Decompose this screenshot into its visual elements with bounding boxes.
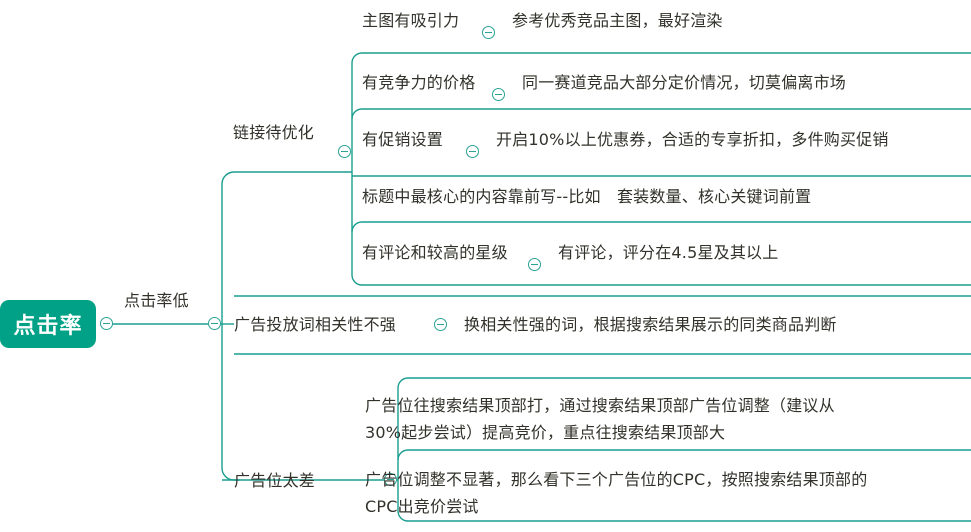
group-detail-ad-keyword-relevance[interactable]: 换相关性强的词，根据搜索结果展示的同类商品判断 [464,315,837,334]
item-label-promotion[interactable]: 有促销设置 [362,130,444,149]
item-detail-promotion[interactable]: 开启10%以上优惠券，合适的专享折扣，多件购买促销 [496,130,889,149]
spine-link-top-corner [351,52,971,64]
separator-link-title-review [351,221,971,233]
branch-label-click-rate-low[interactable]: 点击率低 [124,291,189,310]
toggle-group-link-optimize[interactable] [338,145,351,158]
toggle-item-reviews[interactable] [528,258,541,271]
item-detail-price[interactable]: 同一赛道竞品大部分定价情况，切莫偏离市场 [522,73,847,92]
toggle-group-ad-slot-poor[interactable] [384,473,397,486]
item-detail-reviews[interactable]: 有评论，评分在4.5星及其以上 [558,243,779,262]
toggle-item-main-image[interactable] [482,26,495,39]
item-label-title-keywords[interactable]: 标题中最核心的内容靠前写--比如 套装数量、核心关键词前置 [362,187,812,206]
spine-adslot-bottom-corner [397,388,971,522]
item-label-main-image[interactable]: 主图有吸引力 [362,11,460,30]
separator-adslot-rows [397,449,971,461]
item-detail-main-image[interactable]: 参考优秀竞品主图，最好渲染 [512,11,723,30]
group-label-link-optimize[interactable]: 链接待优化 [233,123,315,142]
item-label-reviews[interactable]: 有评论和较高的星级 [362,243,508,262]
item-label-price[interactable]: 有竞争力的价格 [362,73,476,92]
spine-link-bottom-corner [351,63,971,286]
item-label-ad-slot-cpc[interactable]: 广告位调整不显著，那么看下三个广告位的CPC，按照搜索结果顶部的CPC出竞价尝试 [365,470,868,516]
root-node-label: 点击率 [13,314,83,339]
toggle-root[interactable] [100,317,113,330]
spine-adslot-top-corner [397,377,971,389]
toggle-item-price[interactable] [492,88,505,101]
toggle-group-ad-keyword-relevance[interactable] [434,318,447,331]
spine-branch-children [221,171,352,481]
group-label-ad-keyword-relevance[interactable]: 广告投放词相关性不强 [234,315,397,334]
toggle-branch-click-rate-low[interactable] [208,317,221,330]
separator-link-price-promo [351,108,971,120]
group-label-ad-slot-poor[interactable]: 广告位太差 [234,471,316,490]
item-label-ad-slot-top-bid[interactable]: 广告位往搜索结果顶部打，通过搜索结果顶部广告位调整（建议从30%起步尝试）提高竞… [365,396,835,442]
toggle-item-promotion[interactable] [466,145,479,158]
root-node[interactable]: 点击率 [0,300,96,348]
